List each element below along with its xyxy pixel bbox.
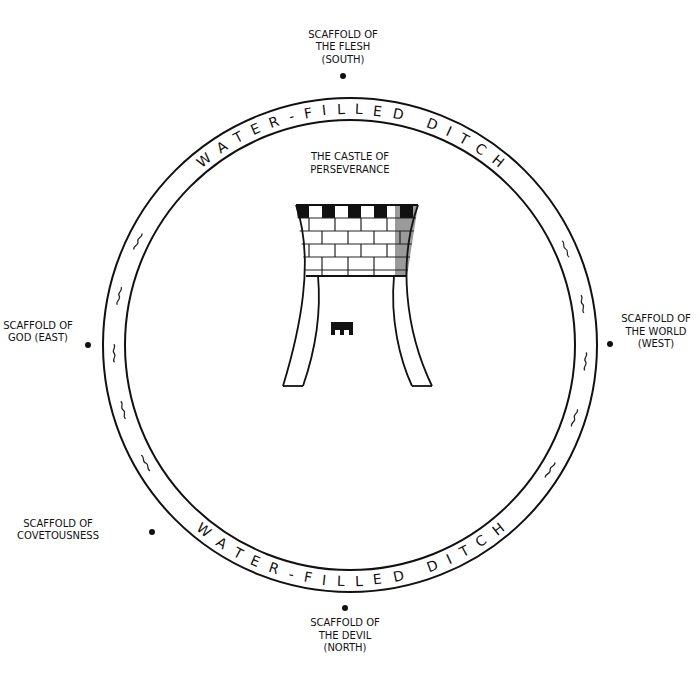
ditch-letter: L xyxy=(337,573,345,589)
castle-label: THE CASTLE OF PERSEVERANCE xyxy=(294,150,406,176)
scaffold-label: SCAFFOLD OF THE DEVIL (NORTH) xyxy=(303,617,387,655)
scaffold-dot xyxy=(340,73,346,79)
ditch-letter: R xyxy=(267,559,281,577)
ditch-letter: T xyxy=(231,128,246,146)
scaffold-dots xyxy=(85,73,613,611)
ditch-letter: A xyxy=(213,138,230,157)
water-waves xyxy=(113,233,587,478)
ditch-letter: H xyxy=(489,519,507,538)
ditch-letter: D xyxy=(425,557,441,576)
castle-tower xyxy=(283,205,432,386)
ditch-letter: I xyxy=(444,123,454,139)
ditch-letter: F xyxy=(303,569,314,586)
ditch-letter: A xyxy=(213,534,230,553)
ditch-letter: L xyxy=(337,101,345,117)
ditch-letter: C xyxy=(473,139,490,158)
ditch-letter: T xyxy=(457,542,472,560)
ditch-letter: I xyxy=(444,551,454,567)
scaffold-dot xyxy=(85,342,91,348)
ditch-letter: I xyxy=(321,102,327,118)
ditch-letter xyxy=(411,110,420,127)
ditch-letter: L xyxy=(355,101,363,117)
ditch-letter: - xyxy=(287,108,296,125)
ditch-ring: WATER-FILLED DITCHWATER-FILLED DITCHTHE … xyxy=(102,97,598,593)
ditch-letter: T xyxy=(457,129,472,147)
ditch-edge xyxy=(125,120,575,570)
ditch-letter xyxy=(411,563,420,580)
ditch-letter: H xyxy=(489,151,507,170)
scaffold-label: SCAFFOLD OF THE FLESH (SOUTH) xyxy=(301,29,385,67)
castle-node: THE CASTLE OF PERSEVERANCE xyxy=(260,150,440,390)
ditch-letter: D xyxy=(391,105,405,123)
ditch-letter: E xyxy=(373,571,384,588)
ditch-letter: F xyxy=(303,104,314,121)
ditch-letter: E xyxy=(248,552,263,570)
scaffold-dot xyxy=(342,605,348,611)
scaffold-label: SCAFFOLD OF GOD (EAST) xyxy=(3,320,73,345)
ditch-letter: D xyxy=(391,567,405,585)
ditch-letter: T xyxy=(231,544,246,562)
ditch-edge xyxy=(103,98,597,592)
ditch-letter: D xyxy=(425,115,441,134)
scaffold-label: SCAFFOLD OF THE WORLD (WEST) xyxy=(618,313,694,351)
scaffold-dot xyxy=(149,529,155,535)
ditch-letter: R xyxy=(267,112,281,130)
ditch-letter: E xyxy=(248,120,263,138)
ditch-letter: C xyxy=(473,532,490,551)
ditch-letter: L xyxy=(355,573,363,589)
ditch-letter: E xyxy=(373,102,384,119)
scaffold-dot xyxy=(607,341,613,347)
ditch-letter: I xyxy=(321,571,327,587)
ditch-letter: - xyxy=(287,565,296,582)
scaffold-label: SCAFFOLD OF COVETOUSNESS xyxy=(4,518,112,543)
